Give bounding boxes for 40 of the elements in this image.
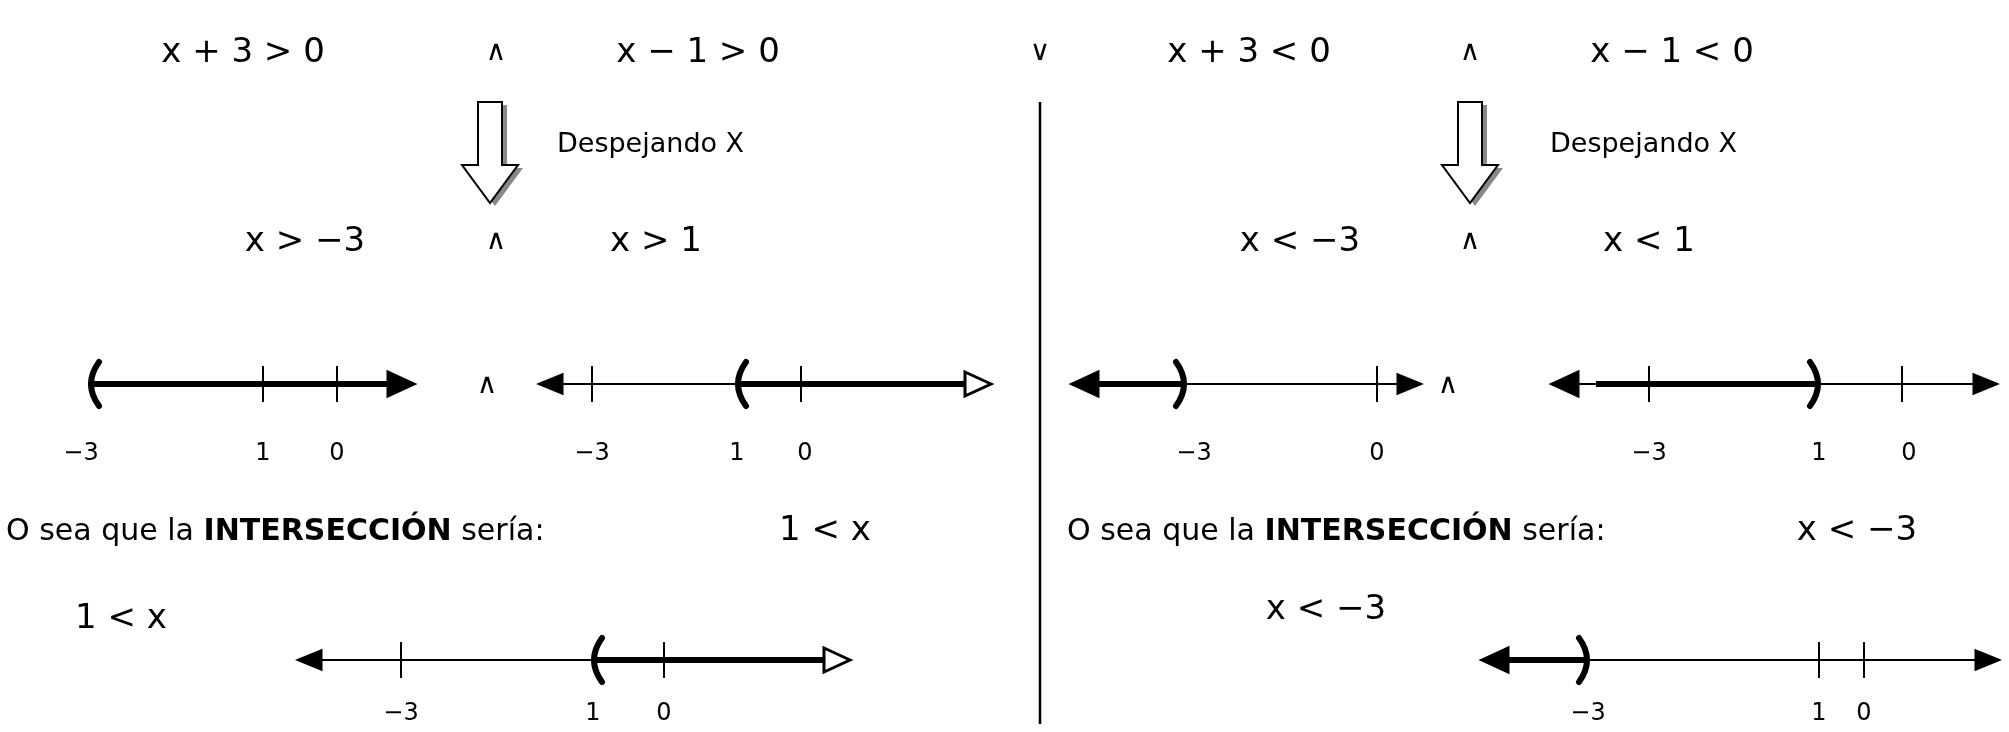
inequality: x > −3	[244, 221, 366, 259]
or-symbol: ∨	[1029, 35, 1051, 67]
inequality: x > 1	[610, 221, 702, 259]
tick-label: 0	[797, 438, 813, 466]
inequality: x < −3	[1239, 221, 1361, 259]
inequality: x − 1 > 0	[616, 32, 780, 70]
step-label: Despejando X	[557, 128, 745, 158]
tick-label: 1	[729, 438, 745, 466]
tick-label: −3	[574, 438, 610, 466]
and-symbol: ∧	[485, 224, 507, 256]
inequality: 1 < x	[779, 510, 871, 548]
tick-label: −3	[1176, 438, 1212, 466]
tick-label: 0	[329, 438, 345, 466]
inequality: x + 3 > 0	[161, 32, 325, 70]
tick-label: −3	[383, 698, 419, 726]
tick-label: 1	[585, 698, 601, 726]
tick-label: −3	[1570, 698, 1606, 726]
step-label: Despejando X	[1550, 128, 1738, 158]
inequality: x < −3	[1796, 510, 1918, 548]
inequality: x + 3 < 0	[1167, 32, 1331, 70]
tick-label: 1	[255, 438, 271, 466]
and-symbol: ∧	[476, 368, 498, 400]
inequality: x − 1 < 0	[1590, 32, 1754, 70]
tick-label: 1	[1811, 438, 1827, 466]
tick-label: 1	[1811, 698, 1827, 726]
tick-label: −3	[63, 438, 99, 466]
tick-label: −3	[1631, 438, 1667, 466]
inequality: x < −3	[1265, 589, 1387, 627]
sentence: O sea que la INTERSECCIÓN sería:	[1067, 512, 1606, 546]
inequality: 1 < x	[75, 598, 167, 636]
tick-label: 0	[1901, 438, 1917, 466]
and-symbol: ∧	[485, 35, 507, 67]
sentence: O sea que la INTERSECCIÓN sería:	[6, 512, 545, 546]
tick-label: 0	[1369, 438, 1385, 466]
inequality: x < 1	[1603, 221, 1695, 259]
tick-label: 0	[1856, 698, 1872, 726]
and-symbol: ∧	[1459, 224, 1481, 256]
and-symbol: ∧	[1437, 368, 1459, 400]
and-symbol: ∧	[1459, 35, 1481, 67]
tick-label: 0	[656, 698, 672, 726]
